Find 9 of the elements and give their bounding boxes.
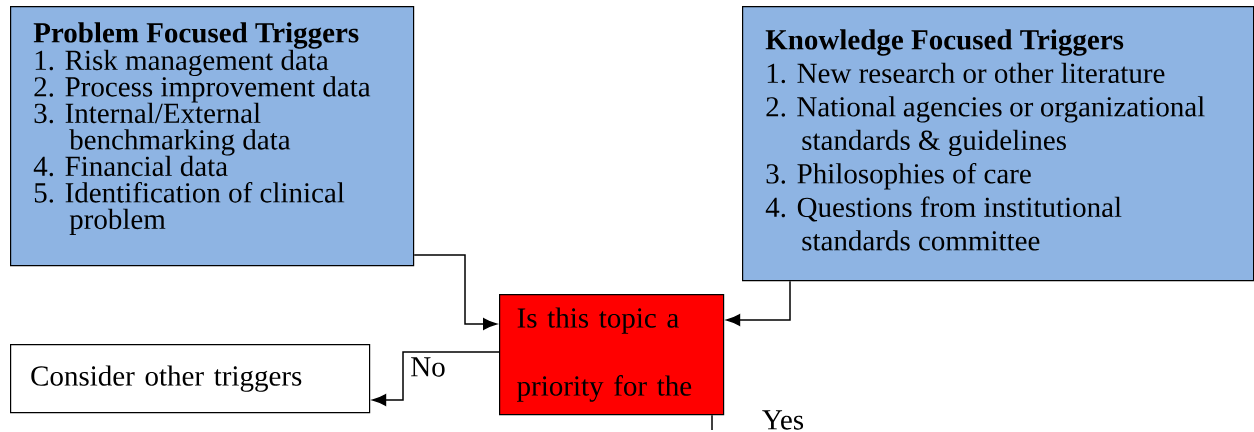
- arrow: [726, 280, 791, 326]
- edge-label: Yes: [760, 409, 806, 431]
- trigger-box: Problem Focused Triggers 1. Risk management data 2. Process improvement data 3. Internal/External benchmarking data 4. Financial data 5. Identification of clinical problem: [10, 6, 415, 267]
- decision-box: Is this topic a priority for the: [499, 294, 725, 416]
- trigger-box: Knowledge Focused Triggers 1. New research or other literature 2. National agencies or organizational standards & guidelines 3. Philosophies of care 4. Questions from institutional standards committee: [742, 6, 1254, 282]
- arrow: [413, 254, 497, 330]
- arrow: [372, 351, 500, 406]
- edge-label: No: [409, 356, 447, 378]
- outcome-box: Consider other triggers: [10, 344, 371, 414]
